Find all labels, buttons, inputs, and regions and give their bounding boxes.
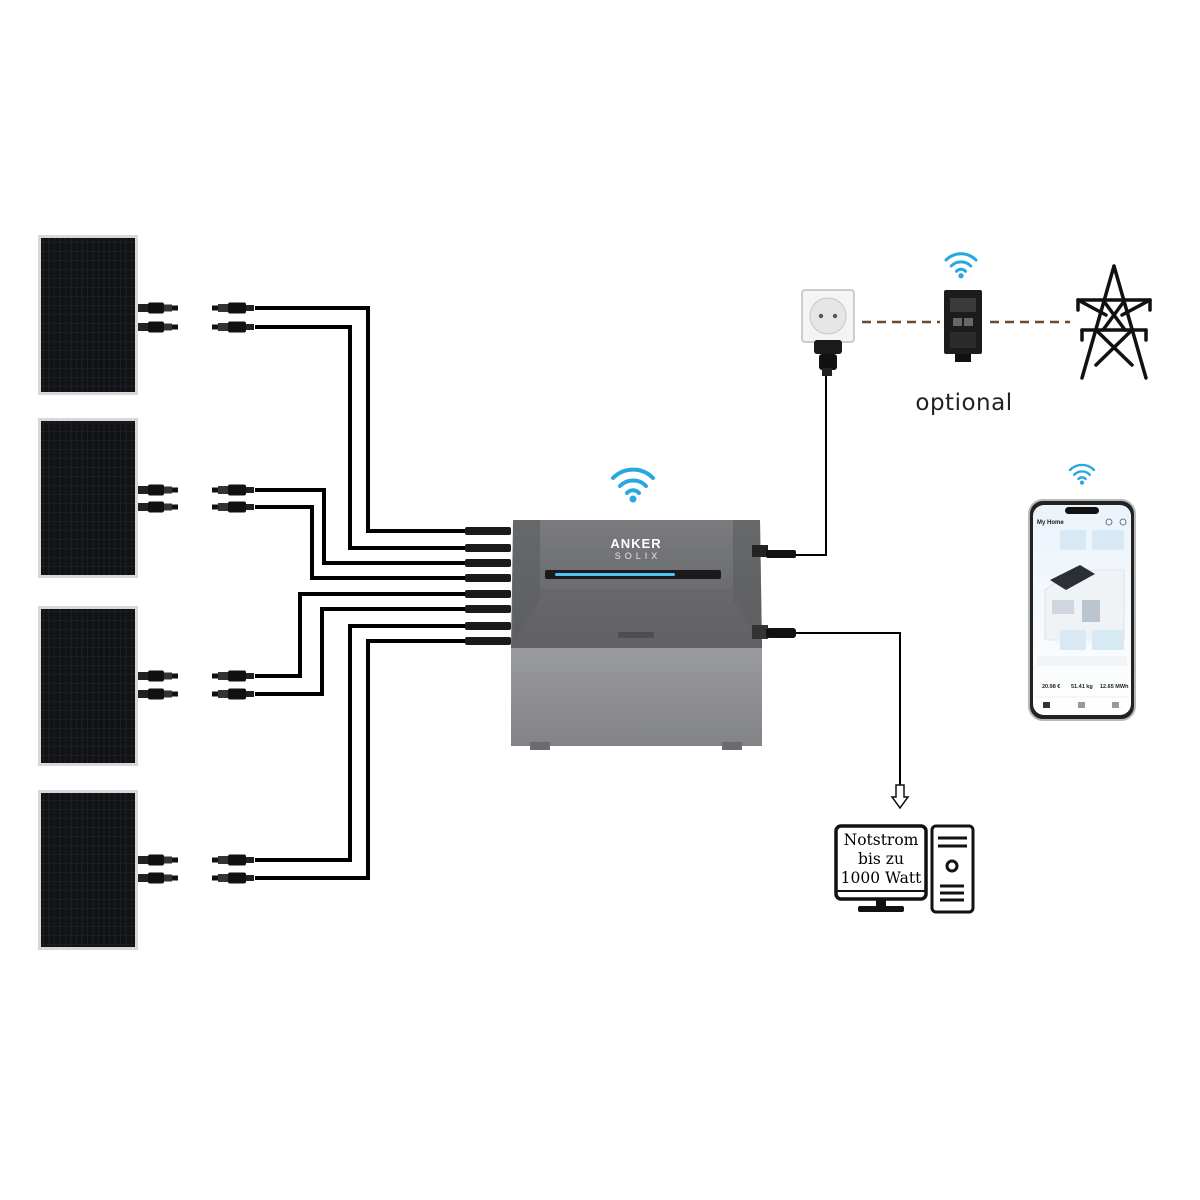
inverter-brand-subname: SOLIX <box>615 551 662 561</box>
wall-socket-icon <box>801 289 855 343</box>
anker-solix-inverter: ANKER SOLIX <box>511 520 796 750</box>
computer-monitor-icon <box>834 824 928 912</box>
grid-pylon-icon <box>1076 264 1152 380</box>
cable-panel1-a <box>255 306 480 533</box>
power-plug-icon <box>814 340 842 376</box>
cable-panel3-a <box>255 592 480 678</box>
inverter-base <box>511 648 762 746</box>
cable-panel3-b <box>255 607 480 696</box>
cable-panel1-b <box>255 325 480 550</box>
solar-panel-2 <box>38 418 138 578</box>
cable-panel4-b <box>255 639 480 880</box>
app-stat-energy: 12.65 MWh <box>1100 684 1129 690</box>
backup-power-label-line1: Notstrom <box>844 831 919 849</box>
phone-app-mockup: My Home 20.98 € 51.41 kg 12.65 MWh <box>1028 499 1136 721</box>
down-arrow-icon <box>890 784 910 810</box>
cable-panel2-a <box>255 488 480 565</box>
solar-cables <box>255 306 901 880</box>
cable-ac-grid <box>795 370 827 556</box>
wifi-icon <box>611 467 655 503</box>
mc4-connectors <box>138 302 254 884</box>
solar-panel-4 <box>38 790 138 950</box>
smart-meter-icon <box>944 290 982 362</box>
backup-power-label-line2: bis zu <box>858 850 904 868</box>
solar-panel-1 <box>38 235 138 395</box>
inverter-brand-name: ANKER <box>610 536 661 551</box>
pc-tower-icon <box>930 824 975 914</box>
app-home-title: My Home <box>1037 520 1064 526</box>
backup-power-label-line3: 1000 Watt <box>841 869 922 887</box>
app-stat-co2: 51.41 kg <box>1071 684 1093 690</box>
cable-panel4-a <box>255 624 480 862</box>
solar-panel-3 <box>38 606 138 766</box>
wifi-icon <box>1068 463 1096 485</box>
cable-panel2-b <box>255 505 480 580</box>
app-stat-savings: 20.98 € <box>1042 684 1060 690</box>
wifi-icon <box>944 252 978 279</box>
inverter-pv-ports <box>465 527 511 645</box>
optional-label: optional <box>915 390 1012 416</box>
cable-ac-backup <box>795 632 901 785</box>
